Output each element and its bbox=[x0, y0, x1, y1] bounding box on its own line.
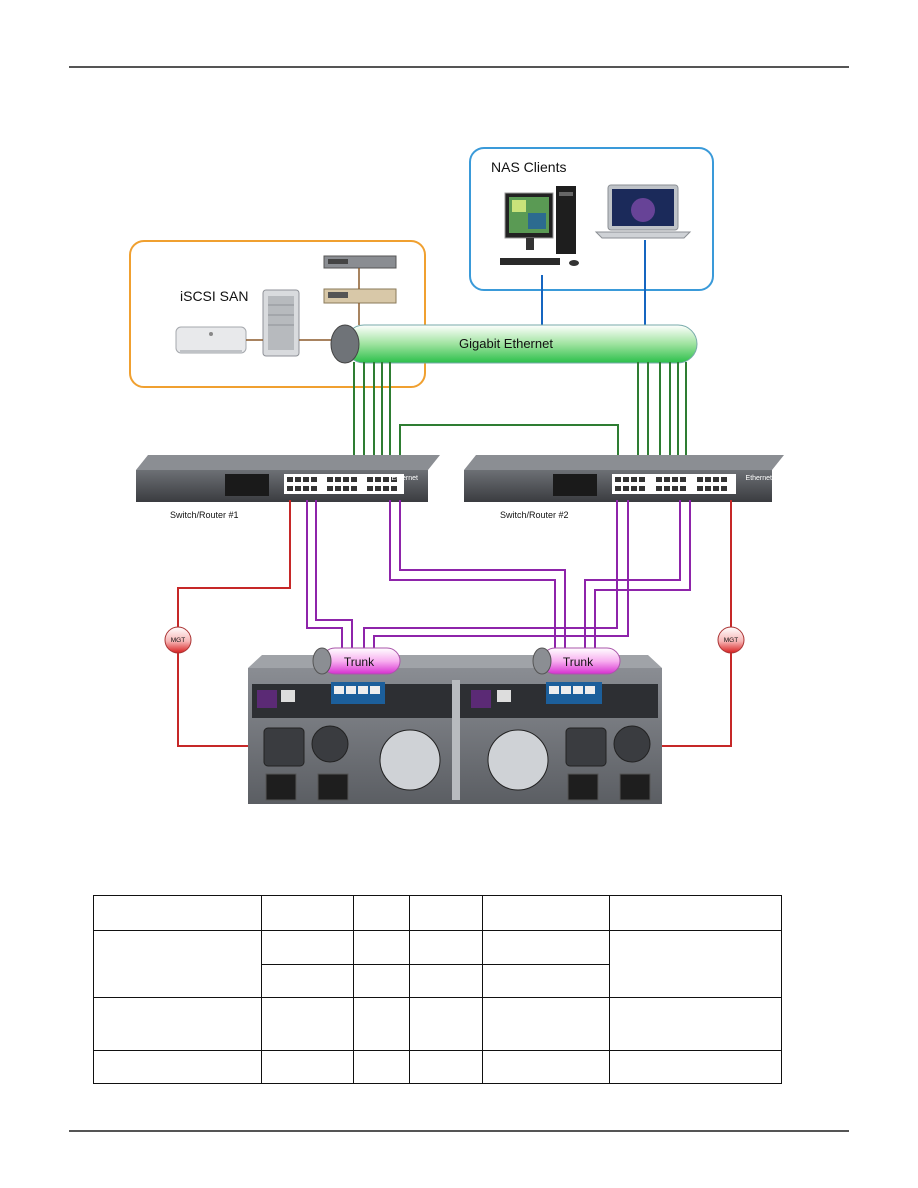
table-cell bbox=[93, 930, 262, 998]
bottom-rule bbox=[69, 1130, 849, 1132]
mac-mini-icon bbox=[175, 326, 247, 354]
mgt-right-badge: MGT bbox=[717, 626, 745, 654]
trunk-right-label: Trunk bbox=[563, 655, 594, 669]
top-rule bbox=[69, 66, 849, 68]
table-cell bbox=[609, 930, 782, 998]
table-cell bbox=[482, 997, 610, 1051]
switch-1-label: Switch/Router #1 bbox=[170, 510, 239, 520]
table-cell bbox=[609, 1050, 782, 1084]
nas-clients-group: NAS Clients bbox=[469, 147, 714, 291]
switch-2-label: Switch/Router #2 bbox=[500, 510, 569, 520]
table-cell bbox=[93, 895, 262, 931]
table-cell bbox=[353, 1050, 410, 1084]
table-cell bbox=[409, 997, 483, 1051]
table-cell bbox=[482, 895, 610, 931]
psu-fan-icon bbox=[263, 725, 651, 791]
table-row bbox=[94, 964, 782, 998]
table-cell bbox=[609, 895, 782, 931]
table-cell bbox=[409, 895, 483, 931]
table-row bbox=[93, 997, 782, 1051]
table-cell bbox=[409, 930, 483, 965]
storage-chassis bbox=[248, 655, 662, 804]
iscsi-san-label: iSCSI SAN bbox=[180, 288, 248, 304]
nas-clients-box bbox=[469, 147, 714, 291]
iscsi-san-group: iSCSI SAN bbox=[129, 240, 426, 388]
table-cell bbox=[482, 930, 610, 965]
trunk-left: Trunk bbox=[312, 647, 401, 675]
trunk-left-label: Trunk bbox=[344, 655, 375, 669]
table-cell bbox=[261, 997, 354, 1051]
rack-server-icon bbox=[323, 255, 397, 325]
table-cell bbox=[353, 964, 410, 998]
switch-2-brand: Ethernet bbox=[746, 475, 773, 482]
table-cell bbox=[261, 895, 354, 931]
nas-clients-label: NAS Clients bbox=[491, 159, 566, 175]
desktop-computer-icon bbox=[500, 186, 579, 266]
table-cell bbox=[409, 964, 483, 998]
table-cell bbox=[261, 1050, 354, 1084]
table-cell bbox=[482, 1050, 610, 1084]
table-cell bbox=[409, 1050, 483, 1084]
network-diagram: NAS Clients iSCSI SAN bbox=[129, 147, 784, 804]
table-row bbox=[93, 895, 782, 931]
switch-router-1: Ethernet Switch/Router #1 bbox=[136, 455, 440, 520]
switch-1-brand: Ethernet bbox=[392, 475, 419, 482]
table-row bbox=[93, 1050, 782, 1084]
table-cell bbox=[353, 930, 410, 965]
laptop-icon bbox=[594, 184, 692, 239]
table-cell bbox=[93, 997, 262, 1051]
power-socket-icon bbox=[265, 773, 651, 801]
mgt-left-label: MGT bbox=[171, 637, 185, 644]
trunk-right: Trunk bbox=[532, 647, 621, 675]
tower-server-icon bbox=[262, 289, 300, 357]
iscsi-san-box bbox=[129, 240, 426, 388]
gigabit-ethernet-label: Gigabit Ethernet bbox=[459, 336, 553, 351]
table-cell bbox=[93, 1050, 262, 1084]
table-cell bbox=[353, 997, 410, 1051]
mgt-right-label: MGT bbox=[724, 637, 738, 644]
table-cell bbox=[261, 930, 354, 965]
table-cell bbox=[609, 997, 782, 1051]
table-cell bbox=[482, 964, 610, 998]
gigabit-ethernet-backbone: Gigabit Ethernet bbox=[330, 324, 698, 364]
spec-table bbox=[93, 895, 782, 1084]
switch-router-2: Ethernet Switch/Router #2 bbox=[464, 455, 784, 520]
mgt-left-badge: MGT bbox=[164, 626, 192, 654]
table-cell bbox=[353, 895, 410, 931]
table-cell bbox=[261, 964, 354, 998]
table-row bbox=[93, 930, 782, 998]
